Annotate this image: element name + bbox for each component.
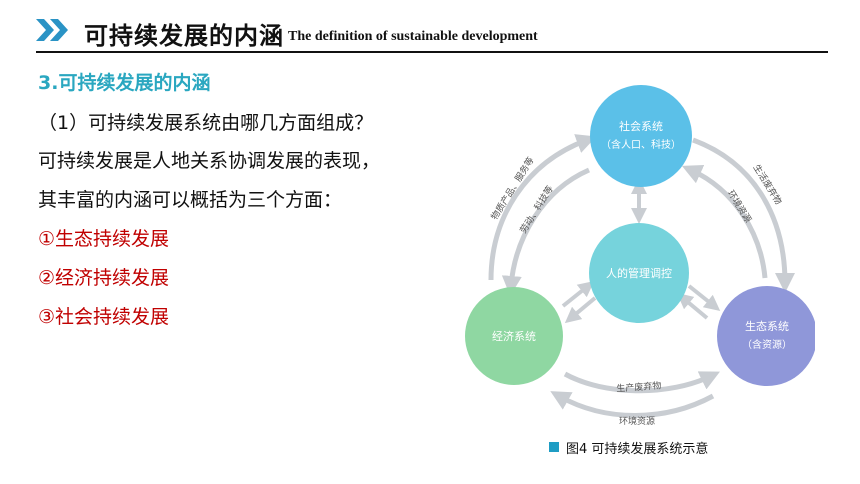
node-social-sublabel: （含人口、科技） [601,138,681,151]
node-social [590,85,692,187]
arrow-center-eco-a [687,284,721,311]
node-eco-label: 生态系统 [745,319,789,333]
arrow-right-inner [681,165,768,279]
figure-caption: 图4 可持续发展系统示意 [566,442,709,457]
arrow-label-right-inner: 环境资源 [725,188,754,225]
arrow-center-economic-b [564,296,597,324]
arrow-label-bottom-outer: 环境资源 [619,415,655,427]
caption-square-icon [549,442,559,452]
arrow-left-outer [488,134,597,281]
page-subtitle: The definition of sustainable developmen… [288,29,538,44]
page-title: 可持续发展的内涵 [84,22,284,50]
arrow-label-bottom-inner: 生产废弃物 [616,379,662,394]
node-center-label: 人的管理调控 [606,266,672,280]
sustainable-development-diagram: 社会系统 （含人口、科技） 人的管理调控 经济系统 生态系统 （含资源） 物质产… [465,85,815,427]
header-divider [36,51,828,53]
arrow-label-left-inner: 劳动、科技等 [517,183,556,235]
node-eco [717,286,815,386]
question-text: （1）可持续发展系统由哪几方面组成？ [38,112,374,134]
node-eco-sublabel: （含资源） [742,338,792,351]
list-item-ecological: ①生态持续发展 [38,228,170,250]
list-item-social: ③社会持续发展 [38,306,170,328]
node-economic-label: 经济系统 [492,329,536,343]
body-line: 可持续发展是人地关系协调发展的表现， [38,150,381,172]
node-social-label: 社会系统 [619,119,663,133]
arrow-bottom-outer [550,391,715,418]
list-item-economic: ②经济持续发展 [38,267,170,289]
header: 可持续发展的内涵 The definition of sustainable d… [0,0,860,53]
arrow-center-economic-a [561,281,595,308]
body-line: 其丰富的内涵可以概括为三个方面： [38,189,343,211]
section-title: 3.可持续发展的内涵 [38,72,211,94]
double-chevron-icon [36,19,68,41]
node-center [589,223,689,323]
arrow-left-inner [501,167,590,296]
node-economic [465,287,563,385]
arrow-right-outer [692,137,795,293]
arrow-center-eco-b [676,292,709,320]
arrow-bottom-inner [563,371,720,394]
